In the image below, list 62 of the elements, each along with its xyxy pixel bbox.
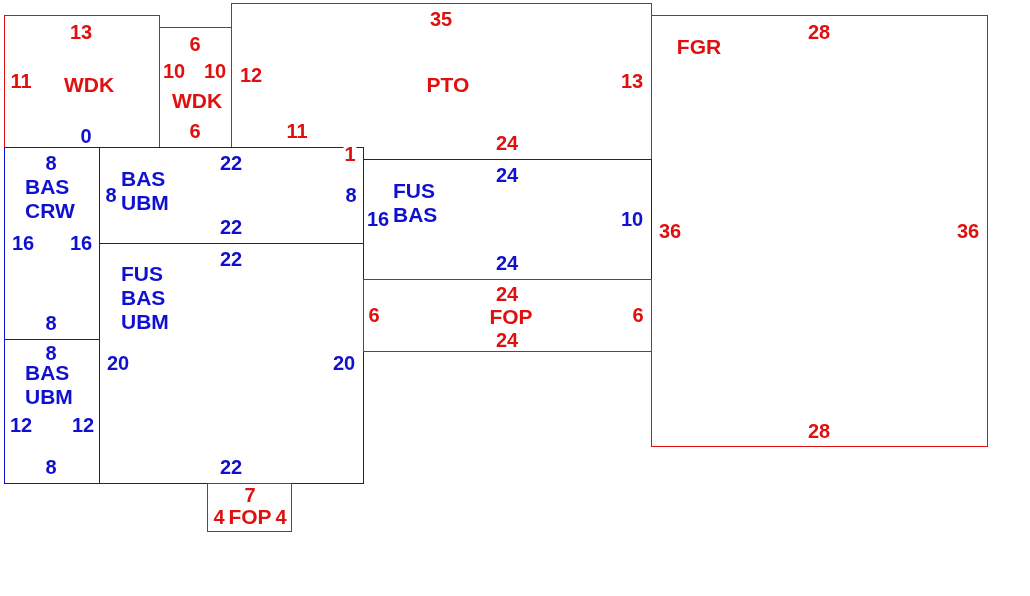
dimension-label: 6 — [632, 305, 644, 325]
dimension-label: 7 — [244, 485, 256, 505]
room-outline — [651, 15, 988, 447]
dimension-label: 12 — [239, 65, 263, 85]
room-outline — [207, 483, 292, 532]
dimension-label: 16 — [69, 233, 93, 253]
area-label: FOP — [228, 505, 272, 529]
dimension-label: 20 — [106, 353, 130, 373]
dimension-label: 1 — [343, 144, 357, 164]
dimension-label: 24 — [495, 330, 519, 350]
dimension-label: 28 — [807, 421, 831, 441]
dimension-label: 8 — [45, 313, 57, 333]
dimension-label: 36 — [658, 221, 682, 241]
dimension-label: 8 — [45, 457, 57, 477]
dimension-label: 22 — [219, 457, 243, 477]
dimension-label: 16 — [11, 233, 35, 253]
dimension-label: 6 — [368, 305, 380, 325]
area-label: BAS UBM — [25, 361, 73, 409]
dimension-label: 11 — [10, 71, 32, 91]
area-label: FUS BAS UBM — [121, 262, 169, 334]
area-label: PTO — [426, 73, 470, 97]
dimension-label: 10 — [162, 61, 186, 81]
area-label: WDK — [63, 73, 115, 97]
dimension-label: 24 — [495, 133, 519, 153]
dimension-label: 24 — [495, 284, 519, 304]
room-outline — [4, 15, 160, 148]
area-label: BAS CRW — [25, 175, 75, 223]
zone-outline — [4, 339, 100, 484]
dimension-label: 4 — [275, 507, 287, 527]
area-label: FGR — [676, 35, 722, 59]
dimension-label: 12 — [71, 415, 95, 435]
dimension-label: 22 — [219, 153, 243, 173]
dimension-label: 24 — [495, 165, 519, 185]
dimension-label: 10 — [203, 61, 227, 81]
dimension-label: 8 — [45, 153, 57, 173]
zone-outline — [363, 159, 652, 280]
area-label: BAS UBM — [121, 167, 169, 215]
dimension-label: 0 — [79, 126, 93, 146]
dimension-label: 6 — [189, 34, 201, 54]
dimension-label: 36 — [956, 221, 980, 241]
dimension-label: 8 — [45, 343, 57, 363]
dimension-label: 28 — [807, 22, 831, 42]
dimension-label: 13 — [69, 22, 93, 42]
area-label: FUS BAS — [393, 179, 438, 227]
area-label: FOP — [489, 305, 533, 329]
dimension-label: 22 — [219, 249, 243, 269]
dimension-label: 22 — [219, 217, 243, 237]
dimension-label: 12 — [9, 415, 33, 435]
dimension-label: 8 — [345, 185, 357, 205]
dimension-label: 11 — [286, 121, 308, 141]
dimension-label: 24 — [495, 253, 519, 273]
area-label: WDK — [171, 89, 223, 113]
dimension-label: 13 — [620, 71, 644, 91]
dimension-label: 20 — [332, 353, 356, 373]
room-outline — [363, 279, 652, 352]
dimension-label: 16 — [366, 209, 390, 229]
zone-outline — [4, 147, 100, 340]
dimension-label: 6 — [189, 121, 201, 141]
dimension-label: 10 — [620, 209, 644, 229]
dimension-label: 35 — [429, 9, 453, 29]
dimension-label: 4 — [213, 507, 225, 527]
dimension-label: 8 — [105, 185, 117, 205]
